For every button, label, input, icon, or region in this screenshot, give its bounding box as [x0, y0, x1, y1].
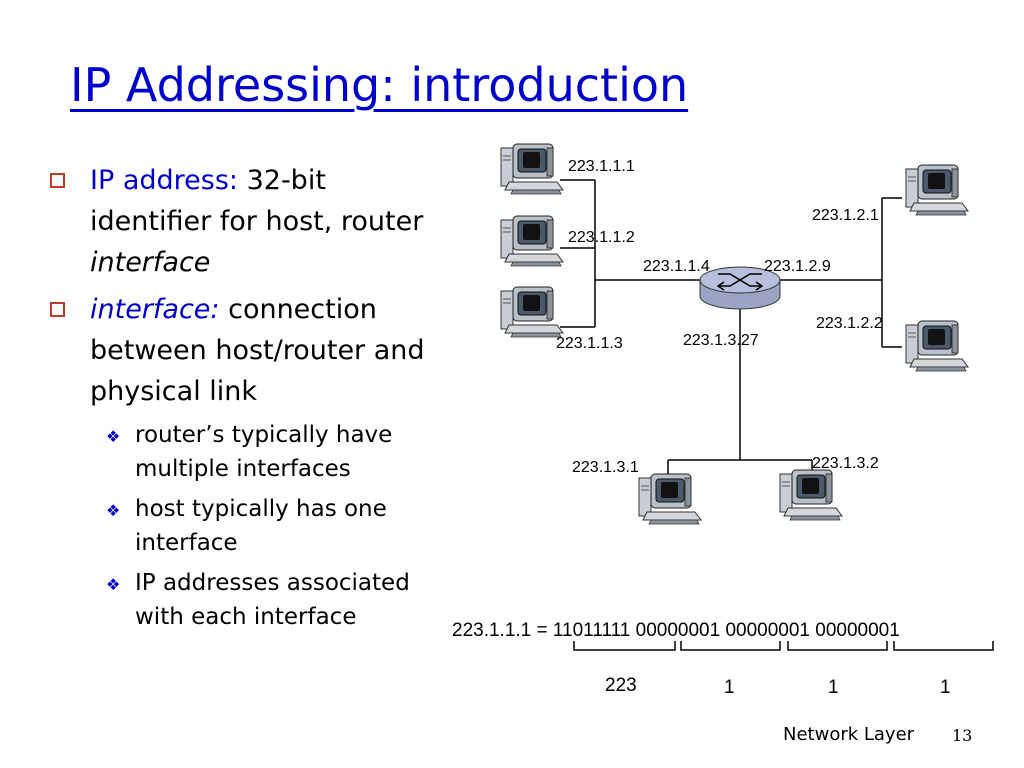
sub-bullet: ❖ IP addresses associated with each inte… [50, 566, 450, 634]
host-ip-label: 223.1.1.1 [568, 158, 635, 175]
bullet-emphasis: interface [90, 247, 211, 278]
router-ip-label: 223.1.2.9 [764, 258, 831, 275]
host-ip-label: 223.1.2.2 [816, 315, 883, 332]
bullet-ip-address: IP address: 32-bit identifier for host, … [50, 160, 450, 283]
router-ip-label: 223.1.3.27 [683, 332, 759, 349]
bullet-text: connection between host/router and physi… [90, 294, 425, 407]
diamond-bullet-icon: ❖ [106, 575, 121, 594]
sub-bullet: ❖ host typically has one interface [50, 492, 450, 560]
footer-label: Network Layer [783, 724, 915, 745]
page-number: 13 [952, 726, 973, 745]
sub-bullet-text: host typically has one interface [135, 496, 387, 556]
host-computer-icon [638, 473, 702, 525]
decimal-value: 1 [724, 677, 735, 698]
bullet-text: 32-bit identifier for host, router [90, 165, 424, 237]
host-computer-icon [905, 164, 969, 216]
square-bullet-icon [50, 302, 65, 317]
host-computer-icon [779, 469, 843, 521]
host-computer-icon [500, 215, 564, 267]
host-ip-label: 223.1.2.1 [812, 207, 879, 224]
router-ip-label: 223.1.1.4 [643, 258, 710, 275]
slide-title: IP Addressing: introduction [70, 58, 689, 112]
host-ip-label: 223.1.1.2 [568, 229, 635, 246]
decimal-value: 1 [940, 677, 951, 698]
sub-bullet-text: router’s typically have multiple interfa… [135, 422, 393, 482]
diamond-bullet-icon: ❖ [106, 501, 121, 520]
decimal-value: 223 [605, 675, 637, 696]
host-computer-icon [500, 143, 564, 195]
host-computer-icon [500, 286, 564, 338]
byte-braces [573, 641, 994, 651]
bullet-lead: IP address: [90, 165, 238, 196]
host-ip-label: 223.1.1.3 [556, 335, 623, 352]
host-ip-label: 223.1.3.1 [572, 459, 639, 476]
decimal-value: 1 [828, 677, 839, 698]
router-icon [699, 266, 781, 310]
square-bullet-icon [50, 173, 65, 188]
host-ip-label: 223.1.3.2 [812, 455, 879, 472]
sub-bullet-text: IP addresses associated with each interf… [135, 570, 410, 630]
sub-bullet: ❖ router’s typically have multiple inter… [50, 418, 450, 486]
binary-address: 223.1.1.1 = 11011111 00000001 00000001 0… [452, 620, 900, 641]
bullet-interface: interface: connection between host/route… [50, 289, 450, 412]
bullet-list: IP address: 32-bit identifier for host, … [50, 160, 450, 640]
host-computer-icon [905, 320, 969, 372]
diamond-bullet-icon: ❖ [106, 427, 121, 446]
bullet-lead: interface: [90, 294, 220, 325]
